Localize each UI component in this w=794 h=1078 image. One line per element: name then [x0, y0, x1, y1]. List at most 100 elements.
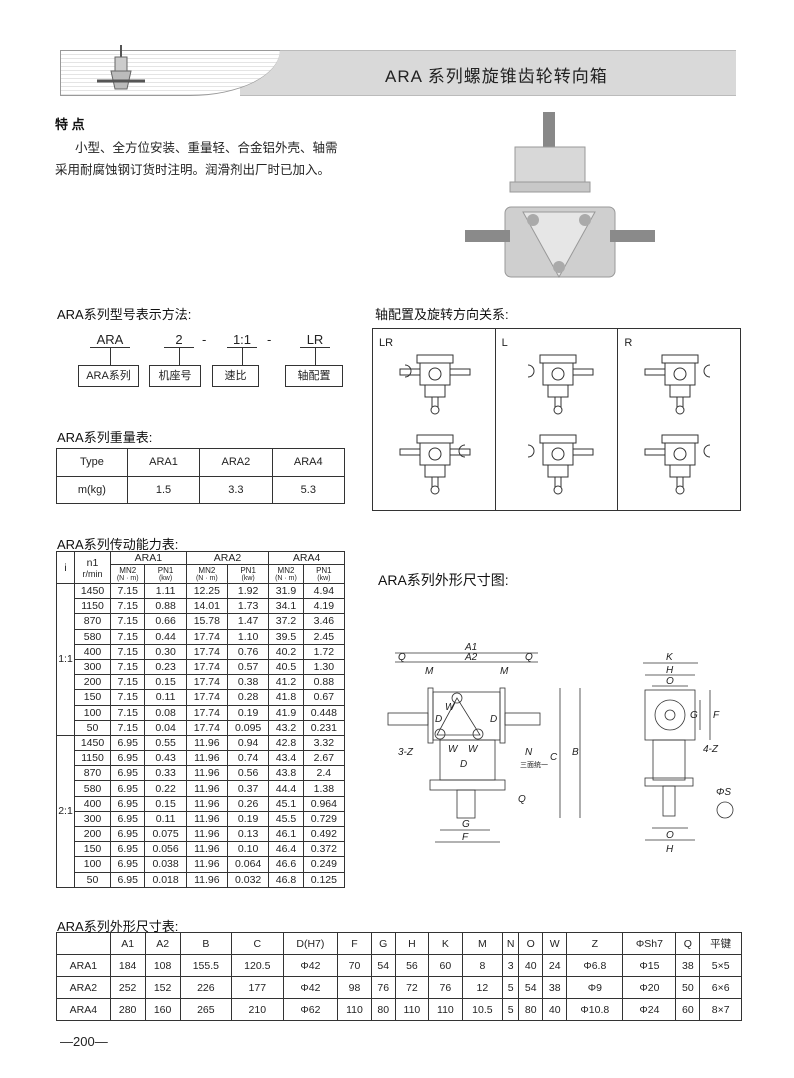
label-d-left: D: [435, 714, 442, 725]
table-cell: 43.2: [268, 719, 304, 736]
table-cell: 3.46: [302, 613, 346, 630]
table-cell: 40.5: [268, 658, 304, 676]
code-ratio: 1:1: [227, 332, 257, 348]
table-cell: 46.6: [268, 856, 304, 873]
model-code-diagram: ARA 2 - 1:1 - LR ARA系列 机座号 速比 轴配置: [57, 332, 357, 392]
table-cell: 80: [370, 998, 396, 1021]
shaft-config-label: LR: [379, 337, 394, 349]
dimension-drawing: A1 A2 Q Q M M D D W W W 3-Z D N 三面统一 C B…: [387, 642, 734, 855]
code-series: ARA: [90, 332, 130, 348]
table-header-row: Type ARA1 ARA2 ARA4: [56, 448, 346, 477]
table-cell: 7.15: [109, 704, 146, 721]
table-cell: 0.018: [144, 871, 187, 888]
header-cell: A1: [109, 932, 146, 955]
table-cell: 11.96: [185, 856, 228, 873]
table-cell: 80: [518, 998, 544, 1021]
label-n: N: [525, 747, 533, 758]
table-cell: 120.5: [231, 954, 284, 977]
table-cell: Φ42: [282, 954, 339, 977]
table-cell: 40.2: [268, 643, 304, 660]
header-logo-panel: [60, 45, 280, 96]
label-q-right: Q: [525, 652, 533, 663]
label-a1: A1: [464, 642, 477, 653]
table-cell: 0.056: [144, 841, 187, 858]
shaft-config-column-r: R: [618, 329, 740, 510]
header-cell: B: [179, 932, 233, 955]
header-pn1-unit: (kw): [241, 574, 255, 582]
label-ratio: 速比: [212, 365, 259, 387]
ratio-cell: 2:1: [56, 734, 75, 888]
gearbox-config-icon: [399, 434, 471, 495]
label-g: G: [462, 819, 470, 830]
table-cell: 11.96: [185, 810, 228, 828]
header-cell: O: [518, 932, 544, 955]
table-cell: 1150: [74, 598, 111, 615]
table-cell: 45.1: [268, 795, 304, 812]
table-cell: 160: [144, 998, 181, 1021]
table-cell: 0.66: [144, 613, 187, 630]
table-cell: 3.3: [199, 475, 273, 504]
header-cell: N: [502, 932, 520, 955]
table-cell: 76: [370, 976, 396, 999]
table-cell: 1.11: [144, 582, 187, 600]
table-cell: 1450: [74, 582, 111, 600]
page-number: —200—: [60, 1034, 108, 1049]
table-cell: 11.96: [185, 780, 228, 797]
table-cell: 300: [74, 810, 111, 828]
table-cell: 0.22: [144, 780, 187, 797]
label-s: ΦS: [716, 787, 731, 798]
table-cell: 5.3: [271, 475, 346, 504]
header-pn1-label: PN1: [316, 565, 332, 575]
table-cell: 12.25: [185, 582, 228, 600]
label-w-bottom-right: W: [468, 744, 479, 755]
label-k: K: [666, 652, 674, 663]
table-cell: 0.67: [302, 689, 346, 706]
gearbox-config-icon: [644, 434, 711, 495]
table-cell: 34.1: [268, 598, 304, 615]
table-cell: Φ42: [282, 976, 339, 999]
header-mn2-label: MN2: [119, 565, 137, 575]
header-cell: C: [231, 932, 284, 955]
label-m-left: M: [425, 666, 434, 677]
table-cell: 4.94: [302, 582, 346, 600]
table-cell: 11.96: [185, 841, 228, 858]
header-cell: Type: [56, 448, 128, 477]
table-cell: 200: [74, 825, 111, 843]
table-cell: 0.23: [144, 658, 187, 676]
table-cell: 6.95: [109, 734, 146, 752]
table-cell: 17.74: [185, 674, 228, 691]
table-cell: 400: [74, 795, 111, 812]
table-cell: 3: [502, 954, 520, 977]
table-cell: 6.95: [109, 765, 146, 782]
header-mn2-label: MN2: [277, 565, 295, 575]
shaft-config-label: L: [501, 337, 508, 349]
shaft-config-label: R: [624, 337, 633, 349]
header-mn2-unit: (N · m): [195, 574, 218, 582]
header-model: ARA4: [268, 551, 345, 565]
table-cell: 0.095: [226, 719, 270, 736]
table-cell: 1450: [74, 734, 111, 752]
header-n1-label: n1: [86, 556, 99, 569]
header-mn2-unit: (N · m): [275, 574, 297, 582]
table-cell: 46.8: [268, 871, 304, 888]
code-dash-2: -: [267, 332, 272, 347]
label-3z: 3-Z: [398, 747, 414, 758]
label-frame: 机座号: [149, 365, 201, 387]
table-cell: 38: [675, 954, 701, 977]
table-cell: 41.2: [268, 674, 304, 691]
table-cell: 150: [74, 841, 111, 858]
table-cell: 580: [74, 628, 111, 645]
header-n1-unit: r/min: [82, 568, 103, 579]
table-cell: 54: [370, 954, 396, 977]
table-cell: 41.8: [268, 689, 304, 706]
table-cell: 0.249: [302, 856, 346, 873]
table-cell: 46.1: [268, 825, 304, 843]
header-cell: F: [337, 932, 372, 955]
table-cell: 0.04: [144, 719, 187, 736]
label-q-bottom: Q: [518, 794, 526, 805]
table-cell: 15.78: [185, 613, 228, 630]
label-h-bottom: H: [666, 844, 674, 855]
